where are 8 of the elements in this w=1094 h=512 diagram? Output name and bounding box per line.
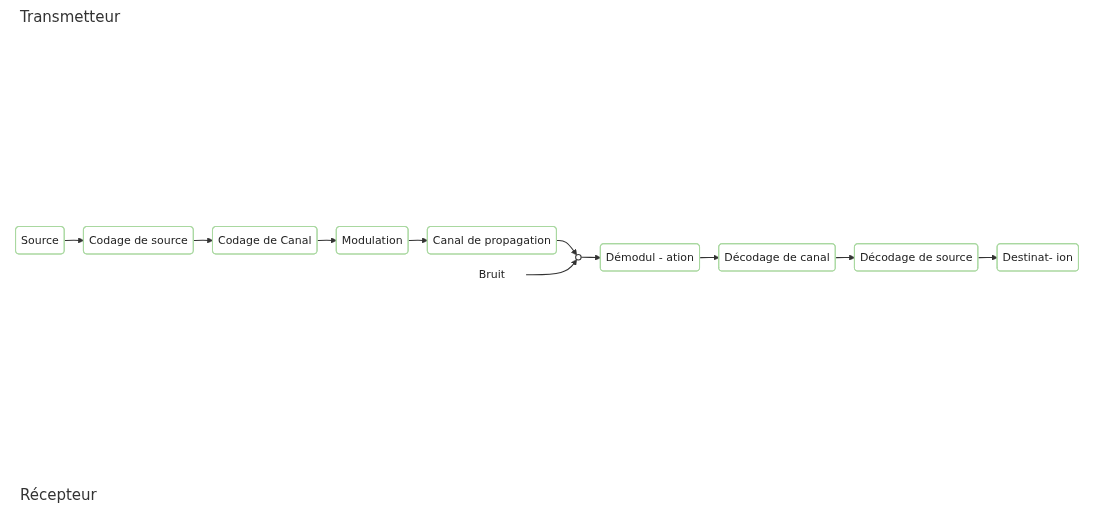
arrow <box>580 254 601 261</box>
node-text: Bruit <box>478 268 506 282</box>
node-circle <box>575 254 582 261</box>
section-label: Récepteur <box>20 486 97 504</box>
arrow <box>525 259 578 276</box>
arrow <box>556 240 578 256</box>
arrow <box>977 254 998 261</box>
section-label: Transmetteur <box>20 8 121 26</box>
